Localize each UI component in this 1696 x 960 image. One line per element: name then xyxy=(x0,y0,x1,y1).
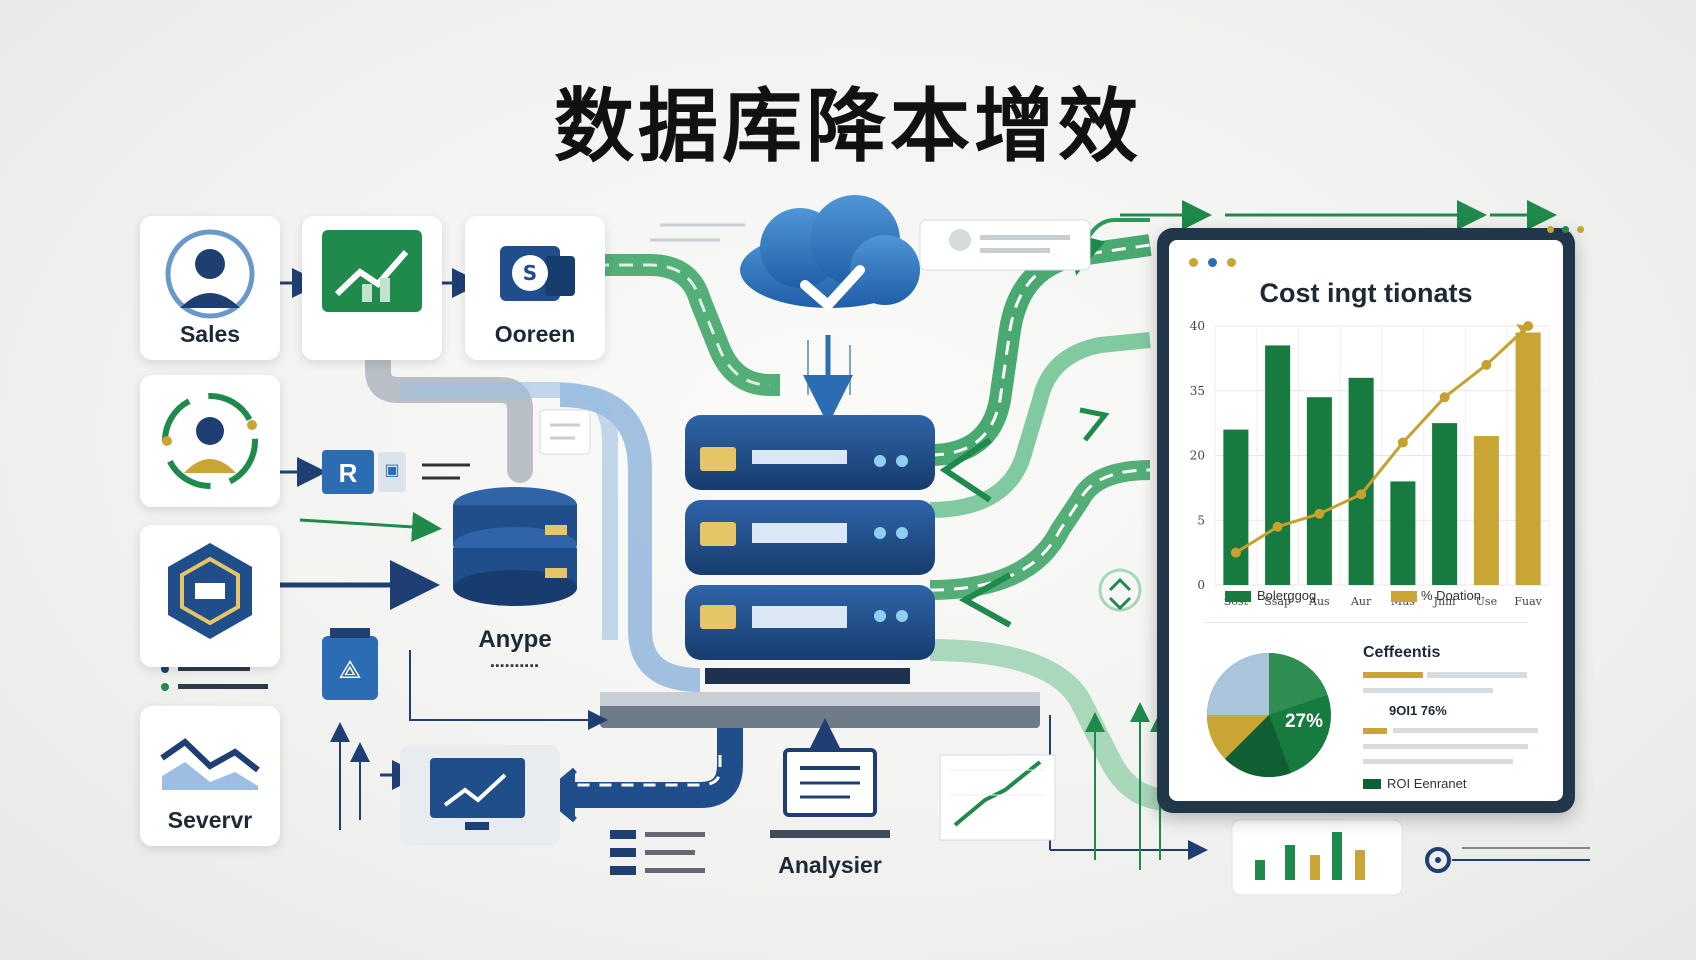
person-icon xyxy=(165,229,255,319)
coef-line-4 xyxy=(1363,744,1528,749)
roi-swatch xyxy=(1363,779,1381,789)
cost-dashboard-panel: Cost ingt tionats 05203540SostSsapAusAur… xyxy=(1157,226,1584,813)
legend-swatch-1 xyxy=(1225,591,1251,602)
legend-swatch-2 xyxy=(1391,591,1417,602)
green-pipe-right-3 xyxy=(929,460,1151,600)
x-tick-label: Fuav xyxy=(1514,595,1542,608)
hexagon-box-icon xyxy=(168,543,252,639)
pie-label: 27% xyxy=(1285,711,1323,732)
x-tick-label: Ssap xyxy=(1264,595,1291,608)
series-line xyxy=(1235,324,1530,554)
line-point xyxy=(1230,547,1241,558)
server-stack-icon xyxy=(685,415,935,684)
cost-bar-chart: 05203540SostSsapAusAurMusJnmUseFuav xyxy=(1190,319,1550,608)
bar-Mus xyxy=(1390,481,1416,585)
coef-bar-1 xyxy=(1363,672,1423,678)
svg-text:S: S xyxy=(523,261,537,285)
analyser-label: Analysier xyxy=(778,852,882,878)
small-db-label: Anype xyxy=(478,626,552,653)
list-icon xyxy=(610,830,705,875)
y-tick-label: 40 xyxy=(1190,319,1205,333)
y-tick-label: 5 xyxy=(1197,513,1205,527)
mini-line-chart xyxy=(939,754,1056,841)
monitor-icon xyxy=(400,745,560,845)
pie-chart: 27% xyxy=(1206,653,1331,778)
navy-pipe-bottom xyxy=(560,725,743,808)
bar-Aur xyxy=(1348,377,1374,585)
x-tick-label: Aur xyxy=(1350,595,1372,608)
legend-label-2: % Doation xyxy=(1421,588,1481,603)
screen-card[interactable]: S Ooreen xyxy=(465,216,605,360)
roi-label: ROI Eenranet xyxy=(1387,776,1467,791)
bar-Use xyxy=(1473,436,1499,585)
profile-card[interactable] xyxy=(140,375,280,507)
line-point xyxy=(1397,437,1408,448)
chip-letter: R xyxy=(338,458,358,488)
line-point xyxy=(1356,489,1367,500)
target-icon xyxy=(1425,847,1590,873)
blue-pipe-2 xyxy=(400,382,618,640)
sales-label: Sales xyxy=(179,321,241,347)
chip-tag: ▣ xyxy=(384,462,400,479)
coef-line-5 xyxy=(1363,759,1513,764)
coef-line-2 xyxy=(1363,688,1493,693)
coef-line-3 xyxy=(1393,728,1538,733)
line-point xyxy=(1439,392,1450,403)
small-db-sublabel: ▪▪▪▪▪▪▪▪▪▪ xyxy=(490,660,540,672)
bar-Ssap xyxy=(1265,345,1291,585)
coefficients-title: Ceffeentis xyxy=(1363,644,1441,661)
cloud-icon xyxy=(740,195,920,312)
mini-bar-chart xyxy=(1231,819,1403,896)
device-icon: ⟁ xyxy=(322,628,378,700)
dollar-screen-icon: S xyxy=(500,246,575,301)
line-point xyxy=(1481,359,1492,370)
line-arrowhead xyxy=(1516,324,1529,336)
server-card[interactable]: Severvr xyxy=(140,706,280,846)
bar-Aus xyxy=(1306,397,1332,585)
x-tick-label: Jnm xyxy=(1433,595,1456,608)
svg-text:⟁: ⟁ xyxy=(338,655,361,685)
server-label: Severvr xyxy=(167,807,253,833)
panel-dots xyxy=(1189,258,1236,267)
window-dots xyxy=(1547,226,1584,233)
line-point xyxy=(1314,508,1325,519)
legend-label-1: Bolerggog xyxy=(1257,588,1317,603)
page-title: 数据库降本增效 xyxy=(554,80,1142,173)
growth-card[interactable] xyxy=(302,216,442,360)
bar-Fuav xyxy=(1515,332,1541,585)
y-tick-label: 35 xyxy=(1190,384,1205,398)
coef-line-1 xyxy=(1427,672,1527,678)
line-point xyxy=(1272,521,1283,532)
bar-Jnm xyxy=(1432,423,1458,585)
x-tick-label: Aus xyxy=(1308,595,1330,608)
analyser-doc-icon xyxy=(770,748,890,838)
y-tick-label: 20 xyxy=(1190,449,1205,463)
bar-Sost xyxy=(1223,429,1249,585)
chip-icon xyxy=(322,450,374,494)
user-cycle-icon xyxy=(162,393,258,489)
sales-card[interactable]: Sales xyxy=(140,216,280,360)
wave-chart-icon xyxy=(160,738,260,790)
coef-bar-2 xyxy=(1363,728,1387,734)
green-pipe-right-2 xyxy=(929,332,1151,518)
y-tick-label: 0 xyxy=(1197,578,1205,592)
chart-title: Cost ingt tionats xyxy=(1259,278,1473,308)
box-card[interactable] xyxy=(140,525,280,667)
small-db-icon xyxy=(453,487,577,606)
screen-label: Ooreen xyxy=(494,321,576,347)
divider xyxy=(1205,622,1527,623)
x-tick-label: Use xyxy=(1476,595,1497,608)
coef-values: 9OI1 76% xyxy=(1389,703,1447,718)
note-card xyxy=(919,219,1091,271)
growth-chart-icon xyxy=(322,230,422,312)
